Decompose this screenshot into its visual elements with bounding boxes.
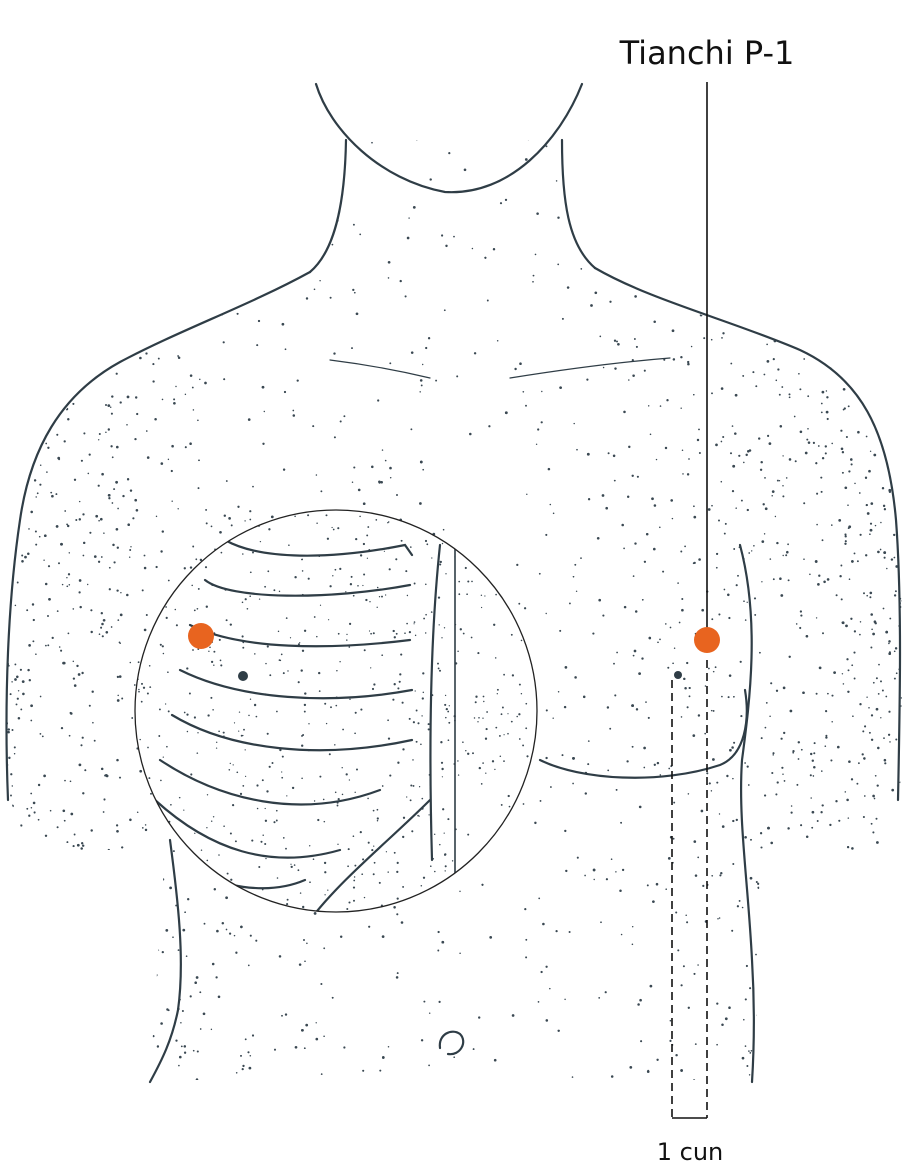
right-breast-outline [538, 688, 748, 779]
measure-label: 1 cun [657, 1138, 724, 1164]
chin-outline [314, 82, 584, 194]
right-nipple [674, 671, 682, 679]
clavicle-left [329, 359, 431, 379]
rib-6 [158, 758, 382, 806]
sternum-edge [429, 543, 442, 862]
inset-stipple-shading [137, 514, 529, 911]
rib-5 [170, 713, 414, 752]
right-neck-outline [560, 138, 597, 270]
left-shoulder-outline [5, 270, 312, 802]
rib-2 [203, 578, 412, 597]
cun-measure-bracket [671, 660, 708, 1118]
ribcage-inset [134, 509, 538, 913]
inset-nipple [238, 671, 248, 681]
left-neck-outline [308, 138, 348, 274]
inset-circle-border [134, 509, 538, 913]
point-label: Tianchi P-1 [619, 34, 795, 72]
right-shoulder-outline [593, 266, 902, 802]
inset-acupoint-marker [188, 623, 214, 649]
tianchi-acupoint-marker [694, 627, 720, 653]
rib-4 [178, 668, 414, 700]
costal-margin [308, 798, 432, 912]
rib-7 [153, 798, 342, 859]
navel [438, 1030, 465, 1056]
ribs [153, 538, 456, 912]
clavicle-right [509, 357, 671, 379]
rib-1 [223, 538, 414, 557]
left-flank-outline [148, 838, 182, 1084]
right-flank-outline [738, 543, 755, 1084]
